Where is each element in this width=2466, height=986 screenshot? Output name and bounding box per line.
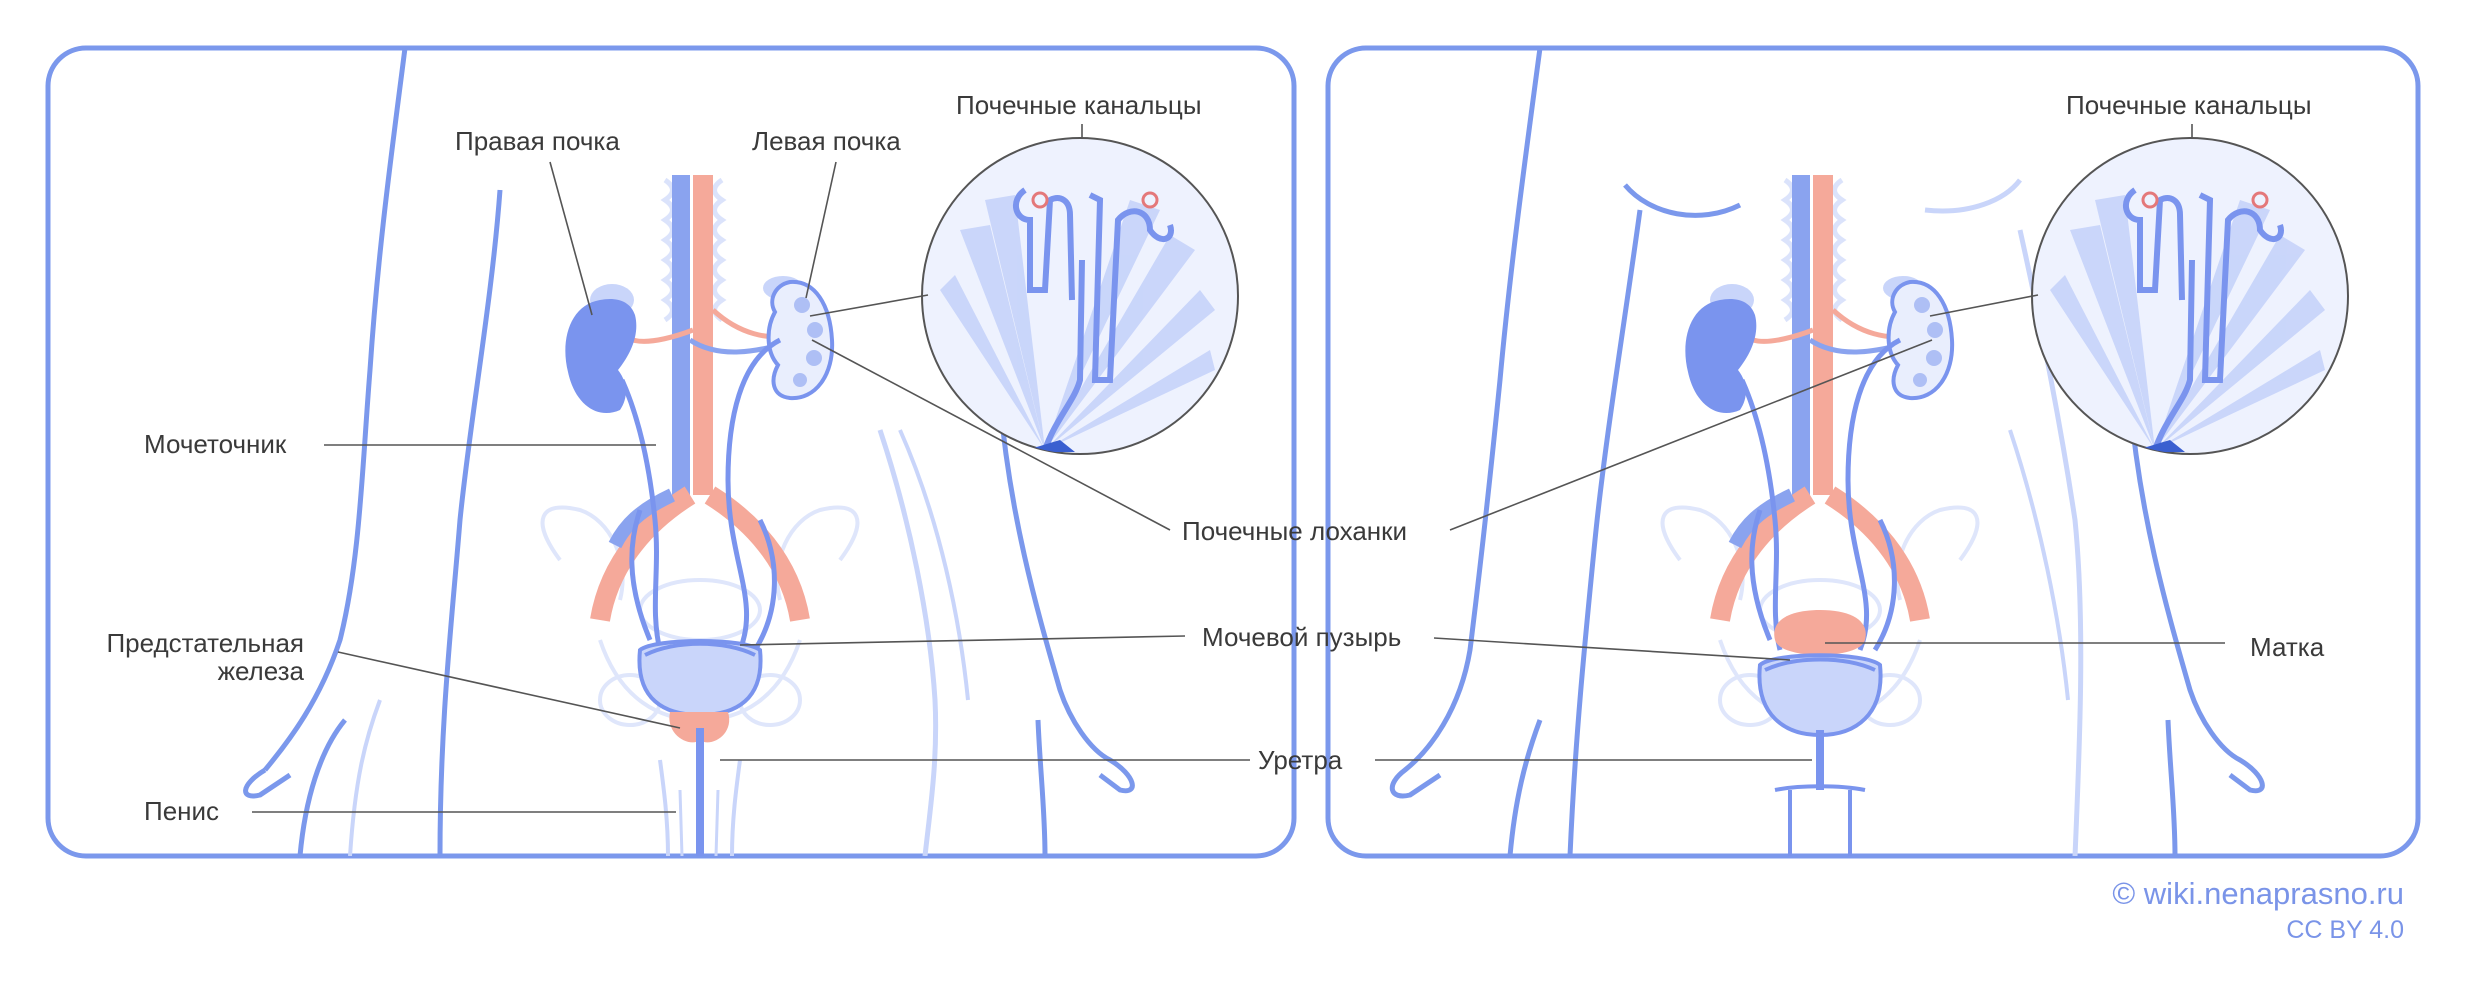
credit-license: CC BY 4.0 bbox=[2286, 916, 2404, 944]
female-uterus bbox=[1774, 610, 1866, 655]
female-bladder bbox=[1757, 653, 1883, 738]
male-body bbox=[243, 48, 1135, 856]
female-tubule-loop2 bbox=[2198, 192, 2284, 383]
male-prostate bbox=[669, 712, 730, 743]
male-panel bbox=[45, 45, 1297, 859]
male-glomerulus-1 bbox=[1031, 191, 1049, 209]
male-thigh-left bbox=[348, 699, 382, 856]
label-prostate-line2: железа bbox=[217, 656, 304, 686]
female-magnifier-rays bbox=[2050, 195, 2325, 450]
label-right-kidney: Правая почка bbox=[455, 126, 620, 156]
female-arm-left bbox=[1567, 209, 1643, 856]
female-breast-right bbox=[1924, 178, 2022, 214]
label-penis: Пенис bbox=[144, 796, 220, 826]
male-inner-right bbox=[877, 429, 939, 856]
female-leg-left bbox=[1507, 719, 1543, 856]
female-renal-artery-left bbox=[1752, 327, 1814, 344]
female-leg-right bbox=[2165, 719, 2178, 856]
female-ureter-right bbox=[1739, 378, 1783, 651]
female-breast-left bbox=[1623, 183, 1742, 218]
label-tubules-female: Почечные канальцы bbox=[2066, 90, 2312, 120]
female-tubule-collecting bbox=[2152, 259, 2195, 451]
male-magnifier-rays bbox=[940, 195, 1215, 450]
female-aorta bbox=[1813, 175, 1833, 495]
female-hips-base bbox=[1774, 784, 1866, 856]
male-tubule-collecting bbox=[1042, 259, 1085, 451]
credit-site[interactable]: © wiki.nenaprasno.ru bbox=[2112, 876, 2404, 911]
label-tubules-male: Почечные канальцы bbox=[956, 90, 1202, 120]
male-renal-artery-left bbox=[632, 327, 694, 344]
male-penis-left2 bbox=[678, 789, 720, 856]
female-body-outline-left bbox=[1390, 48, 1543, 799]
female-kidney-right bbox=[1685, 298, 1757, 414]
male-tubule-loop1 bbox=[1013, 187, 1075, 301]
male-kidney-right bbox=[565, 298, 637, 414]
female-ureter-left bbox=[1845, 337, 1902, 651]
female-urethra bbox=[1816, 730, 1824, 790]
male-bladder-wall bbox=[644, 641, 756, 657]
label-ureter: Мочеточник bbox=[144, 429, 287, 459]
male-kidney-left bbox=[766, 279, 835, 401]
male-panel-frame bbox=[45, 45, 1297, 859]
male-urethra bbox=[696, 728, 704, 856]
male-penis-right bbox=[730, 759, 742, 856]
label-urethra: Уретра bbox=[1258, 745, 1343, 775]
label-prostate-line1: Предстательная bbox=[106, 628, 304, 658]
label-left-kidney: Левая почка bbox=[752, 126, 901, 156]
male-kidney-left-calyces bbox=[793, 297, 823, 387]
male-ureter-left bbox=[725, 337, 782, 651]
male-tubules-magnifier bbox=[921, 137, 1239, 455]
male-tubule-loop2 bbox=[1088, 192, 1174, 383]
male-arm-outline bbox=[437, 189, 503, 856]
female-body bbox=[1390, 48, 2265, 856]
male-leg-left bbox=[297, 718, 347, 856]
male-body-outline-right bbox=[997, 399, 1135, 794]
male-glomerulus-2 bbox=[1141, 191, 1159, 209]
male-iliac-artery-right bbox=[704, 486, 810, 622]
label-uterus: Матка bbox=[2250, 632, 2325, 662]
female-glomerulus-1 bbox=[2141, 191, 2159, 209]
female-inner-right-2 bbox=[2008, 429, 2070, 701]
male-aorta bbox=[693, 175, 713, 495]
label-bladder: Мочевой пузырь bbox=[1202, 622, 1402, 652]
female-ureter-right-outer bbox=[1749, 509, 1773, 641]
male-body-outline-left bbox=[263, 48, 408, 772]
female-bladder-wall bbox=[1764, 657, 1876, 672]
female-panel bbox=[1325, 45, 2421, 859]
female-glomerulus-2 bbox=[2251, 191, 2269, 209]
leader-lines bbox=[252, 124, 2225, 813]
female-ureter-left-outer bbox=[1872, 518, 1897, 652]
male-leg-right bbox=[1035, 719, 1048, 856]
male-bladder bbox=[637, 639, 763, 718]
female-kidney-left-calyces bbox=[1913, 297, 1943, 387]
male-ureter-right bbox=[619, 378, 663, 651]
male-inner-right-2 bbox=[898, 429, 970, 701]
female-tubule-loop1 bbox=[2123, 187, 2185, 301]
male-hand-left bbox=[243, 767, 292, 799]
female-iliac-artery-right bbox=[1824, 486, 1930, 622]
female-body-outline-right bbox=[2127, 399, 2265, 794]
female-panel-frame bbox=[1325, 45, 2421, 859]
female-kidney-left bbox=[1886, 279, 1955, 401]
male-penis-left bbox=[658, 759, 670, 856]
male-ureter-left-outer bbox=[752, 518, 777, 652]
label-renal-pelvis: Почечные лоханки bbox=[1182, 516, 1408, 546]
male-ureter-right-outer bbox=[629, 509, 653, 641]
female-tubules-magnifier bbox=[2031, 137, 2349, 455]
